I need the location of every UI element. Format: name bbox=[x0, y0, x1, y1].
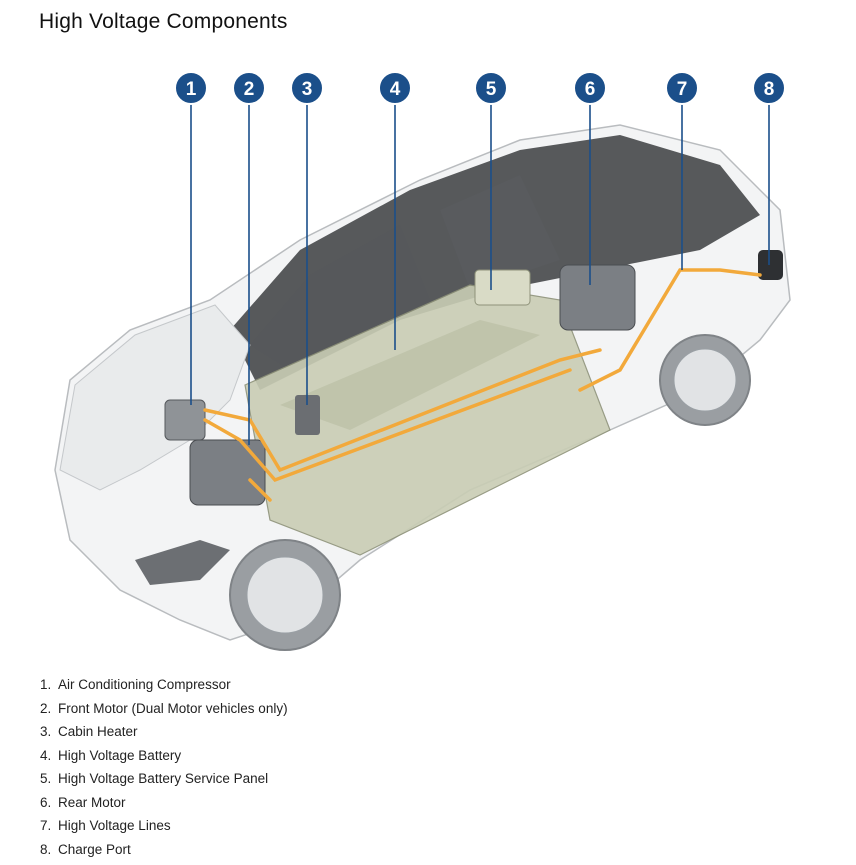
legend-item: 2.Front Motor (Dual Motor vehicles only) bbox=[40, 700, 288, 716]
svg-text:4: 4 bbox=[390, 79, 401, 100]
rear-motor bbox=[559, 264, 636, 331]
svg-text:6: 6 bbox=[585, 79, 596, 100]
svg-text:8: 8 bbox=[764, 79, 775, 100]
leader-lines bbox=[190, 103, 770, 445]
battery-service-panel bbox=[474, 269, 531, 306]
svg-text:2: 2 bbox=[244, 79, 255, 100]
legend-item: 6.Rear Motor bbox=[40, 794, 126, 810]
component-legend: 1.Air Conditioning Compressor 2.Front Mo… bbox=[40, 676, 288, 864]
callout-1: 1 bbox=[174, 71, 208, 105]
callout-4: 4 bbox=[378, 71, 412, 105]
svg-text:7: 7 bbox=[677, 79, 688, 100]
legend-item: 3.Cabin Heater bbox=[40, 724, 138, 739]
callout-2: 2 bbox=[232, 71, 266, 105]
callout-5: 5 bbox=[474, 71, 508, 105]
callout-3: 3 bbox=[290, 71, 324, 105]
callout-7: 7 bbox=[665, 71, 699, 105]
ac-compressor bbox=[164, 399, 206, 441]
page-title: High Voltage Components bbox=[39, 10, 288, 33]
callout-6: 6 bbox=[573, 71, 607, 105]
svg-text:1: 1 bbox=[186, 79, 197, 100]
cabin-heater bbox=[295, 395, 320, 435]
front-motor bbox=[189, 439, 266, 506]
legend-item: 4.High Voltage Battery bbox=[40, 747, 182, 763]
battery-pack bbox=[244, 284, 611, 556]
legend-item: 8.Charge Port bbox=[40, 841, 131, 857]
charge-port bbox=[758, 250, 783, 280]
svg-text:3: 3 bbox=[302, 79, 313, 100]
car-diagram: 1 2 3 4 5 6 7 8 bbox=[54, 71, 791, 651]
svg-text:5: 5 bbox=[486, 79, 497, 100]
legend-item: 5.High Voltage Battery Service Panel bbox=[40, 771, 269, 786]
high-voltage-lines bbox=[203, 268, 762, 502]
callout-8: 8 bbox=[752, 71, 786, 105]
legend-item: 7.High Voltage Lines bbox=[40, 818, 171, 833]
legend-item: 1.Air Conditioning Compressor bbox=[40, 677, 231, 692]
